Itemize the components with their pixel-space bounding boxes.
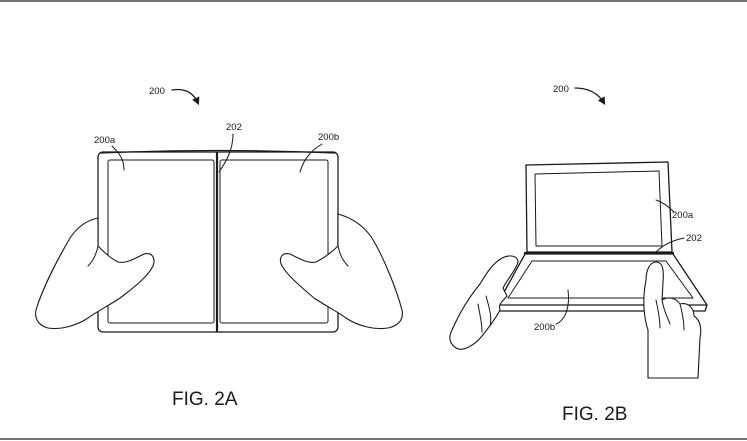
- fig2b-hinge-ref: 202: [686, 233, 702, 244]
- fig2a-foldable-device: [97, 149, 339, 333]
- fig2b-upper-display-outer: [525, 161, 673, 253]
- fig2b-foldable-device: [496, 161, 708, 312]
- fig2a-hinge-ref: 202: [226, 122, 242, 133]
- fig2b-upper-display-inner: [534, 170, 663, 247]
- fig2a-right-hand-detail: [337, 245, 349, 267]
- fig2b-left-hand-detail: [477, 295, 492, 333]
- fig2a-right-display: [219, 159, 329, 324]
- fig2a-right-display-ref: 200b: [318, 132, 339, 143]
- fig2a-left-hand: [35, 217, 155, 330]
- fig2b-lower-display-inner: [507, 260, 694, 299]
- fig2b-lower-display-leader: [555, 289, 569, 325]
- fig2a-device-arrow: [171, 88, 200, 106]
- fig2a-right-hand: [279, 213, 403, 330]
- fig2b-right-hand-detail: [655, 299, 685, 331]
- fig2a-hinge-leader: [218, 133, 234, 173]
- fig2b-upper-display-ref: 200a: [672, 210, 694, 221]
- fig2a-device-top-edge: [100, 149, 336, 154]
- fig2a-left-display-ref: 200a: [94, 135, 116, 146]
- fig2a-caption: FIG. 2A: [172, 389, 238, 410]
- fig2a-left-display-leader: [111, 145, 125, 171]
- fig2a-left-hand-detail: [87, 245, 99, 267]
- fig2a-right-display-leader: [299, 143, 323, 173]
- fig2b-hinge-leader: [655, 237, 685, 253]
- figure-2b: 200 200a 202 200b FIG. 2B: [449, 84, 708, 425]
- fig2a-left-display: [107, 159, 215, 324]
- fig2b-lower-display-ref: 200b: [534, 322, 555, 333]
- fig2b-right-hand: [643, 261, 702, 379]
- fig2b-left-hand: [449, 255, 519, 350]
- fig2b-device-arrow: [574, 87, 606, 106]
- fig2b-device-ref: 200: [553, 84, 569, 95]
- fig2b-upper-display-leader: [655, 199, 675, 213]
- fig2a-device-ref: 200: [149, 86, 165, 97]
- fig2b-lower-display-outer: [496, 253, 708, 306]
- figure-2a: 200 200a 202 200b FIG. 2A: [35, 86, 403, 410]
- fig2b-caption: FIG. 2B: [562, 404, 627, 425]
